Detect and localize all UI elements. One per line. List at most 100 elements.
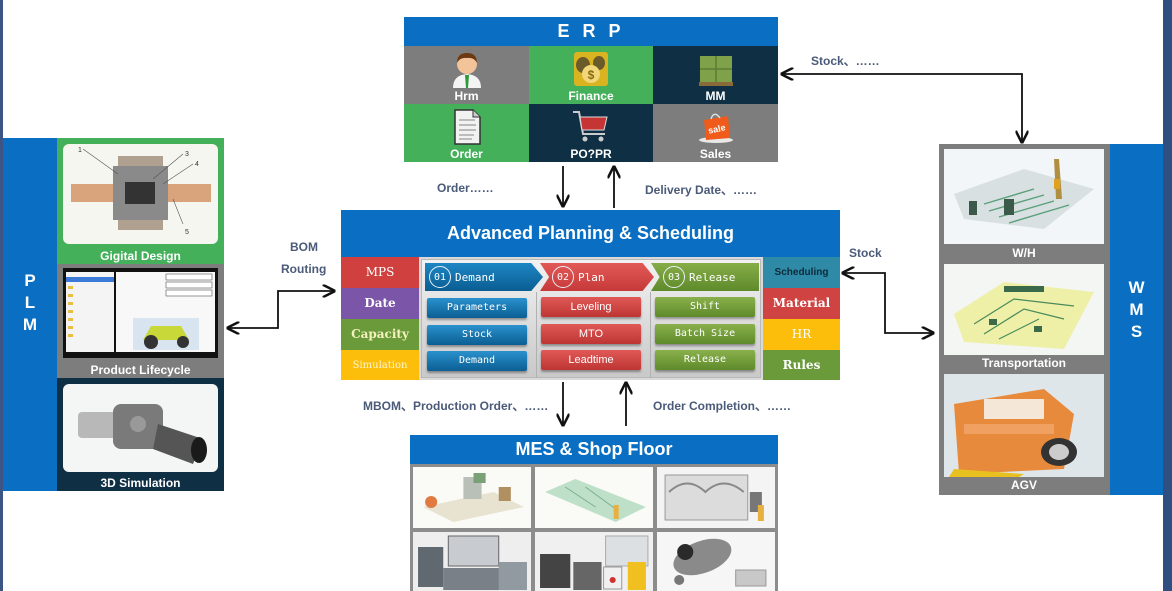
- demand-item-stock[interactable]: Stock: [427, 325, 527, 345]
- wms-section-label: W/H: [1012, 246, 1036, 260]
- mes-image-machinery-3: [657, 467, 775, 528]
- erp-title: E R P: [404, 17, 778, 46]
- mes-block: MES & Shop Floor: [410, 435, 778, 591]
- money-bags-icon: $: [574, 52, 608, 86]
- erp-module-label: Hrm: [454, 89, 479, 103]
- plm-title-bar: P L M: [3, 138, 57, 491]
- wms-title-letter: M: [1129, 300, 1144, 319]
- release-item-batch-size[interactable]: Batch Size: [655, 324, 755, 344]
- step-plan[interactable]: 02 Plan: [540, 263, 654, 291]
- wms-section-agv[interactable]: AGV: [944, 374, 1104, 495]
- transportation-layout-image: [944, 264, 1104, 355]
- step-label: Release: [689, 270, 736, 284]
- aps-right-block-rules[interactable]: Rules: [763, 350, 840, 380]
- step-number: 01: [429, 266, 451, 288]
- mes-image-control-panels: [413, 532, 531, 591]
- aps-left-block-capacity[interactable]: Capacity: [341, 319, 419, 350]
- mes-image-motors: [657, 532, 775, 591]
- wms-section-label: AGV: [1010, 478, 1037, 492]
- plm-section-label: 3D Simulation: [100, 476, 181, 490]
- wms-section-label: Transportation: [981, 356, 1066, 370]
- column-divider: [536, 292, 537, 378]
- svg-text:1: 1: [78, 147, 82, 154]
- aps-right-block-hr[interactable]: HR: [763, 319, 840, 350]
- wms-title-letter: W: [1128, 278, 1145, 297]
- plm-section-product-lifecycle[interactable]: Product Lifecycle: [57, 264, 224, 378]
- arrow-erp-wms: [782, 74, 1022, 142]
- step-demand[interactable]: 01 Demand: [425, 263, 543, 291]
- agv-vehicle-image: [944, 374, 1104, 477]
- flow-label-stock-wms: Stock: [849, 246, 882, 260]
- plm-title-letter: M: [22, 315, 38, 334]
- pallet-boxes-icon: [698, 56, 733, 86]
- mes-title: MES & Shop Floor: [410, 435, 778, 464]
- erp-module-mm[interactable]: MM: [653, 46, 778, 104]
- erp-module-sales[interactable]: sale Sales: [653, 104, 778, 162]
- flow-label-routing: Routing: [281, 262, 327, 276]
- flow-label-bom: BOM: [290, 240, 318, 254]
- left-edge-border: [0, 0, 3, 591]
- mes-image-machinery-2: [535, 467, 653, 528]
- svg-text:4: 4: [195, 161, 199, 168]
- demand-item-parameters[interactable]: Parameters: [427, 298, 527, 318]
- wms-title-bar: W M S: [1110, 144, 1163, 495]
- erp-module-label: Finance: [568, 89, 614, 103]
- demand-item-demand[interactable]: Demand: [427, 351, 527, 371]
- svg-text:3: 3: [185, 151, 189, 158]
- wms-title-letter: S: [1130, 322, 1143, 341]
- step-label: Plan: [578, 270, 605, 284]
- wms-section-warehouse[interactable]: W/H: [944, 149, 1104, 263]
- aps-left-block-simulation[interactable]: Simulation: [341, 350, 419, 380]
- flow-label-delivery-date: Delivery Date、……: [645, 183, 758, 197]
- mes-image-machinery-1: [413, 467, 531, 528]
- wms-panel: W/H Transportation AGV: [939, 144, 1110, 495]
- plm-title-letter: L: [24, 293, 36, 312]
- right-edge-border: [1163, 0, 1172, 591]
- erp-module-label: Order: [450, 147, 483, 161]
- plm-section-label: Gigital Design: [100, 249, 181, 263]
- erp-module-finance[interactable]: $ Finance: [529, 46, 653, 104]
- flow-label-stock-erp: Stock、……: [811, 54, 880, 68]
- plan-item-leveling[interactable]: Leveling: [541, 297, 641, 317]
- plan-item-leadtime[interactable]: Leadtime: [541, 350, 641, 370]
- release-item-shift[interactable]: Shift: [655, 297, 755, 317]
- step-number: 03: [663, 266, 685, 288]
- sale-bag-icon: sale: [698, 113, 733, 143]
- column-divider: [650, 292, 651, 378]
- universal-joint-image: [63, 384, 218, 472]
- erp-module-label: PO?PR: [570, 147, 612, 161]
- aps-block: Advanced Planning & Scheduling MPS Date …: [341, 210, 840, 380]
- plm-section-3d-simulation[interactable]: 3D Simulation: [57, 378, 224, 491]
- aps-right-block-material[interactable]: Material: [763, 288, 840, 319]
- svg-text:5: 5: [185, 229, 189, 236]
- plm-section-label: Product Lifecycle: [90, 363, 191, 377]
- flow-label-order-completion: Order Completion、……: [653, 399, 792, 413]
- svg-text:sale: sale: [707, 122, 726, 135]
- erp-module-label: MM: [705, 89, 726, 103]
- flow-label-order: Order……: [437, 181, 494, 195]
- step-label: Demand: [455, 270, 495, 284]
- svg-text:$: $: [588, 68, 595, 82]
- erp-module-hrm[interactable]: Hrm: [404, 46, 529, 104]
- arrow-plm-aps: [228, 291, 334, 328]
- aps-left-block-mps[interactable]: MPS: [341, 257, 419, 288]
- aps-title: Advanced Planning & Scheduling: [341, 210, 840, 257]
- arrow-aps-wms: [843, 273, 933, 333]
- plan-item-mto[interactable]: MTO: [541, 324, 641, 344]
- erp-module-label: Sales: [699, 147, 732, 161]
- wms-section-transportation[interactable]: Transportation: [944, 264, 1104, 374]
- erp-block: E R P Hrm $ Finance: [404, 17, 778, 163]
- aps-left-block-date[interactable]: Date: [341, 288, 419, 319]
- document-icon: [453, 109, 481, 145]
- valve-drawing-image: 1 34 5: [63, 144, 218, 244]
- erp-module-po-pr[interactable]: PO?PR: [529, 104, 653, 162]
- aps-right-block-scheduling[interactable]: Scheduling: [763, 257, 840, 288]
- step-release[interactable]: 03 Release: [651, 263, 759, 291]
- erp-module-order[interactable]: Order: [404, 104, 529, 162]
- mes-image-drives-equipment: [535, 532, 653, 591]
- plm-software-screenshot-image: [63, 268, 218, 358]
- shopping-cart-icon: [573, 111, 608, 142]
- release-item-release[interactable]: Release: [655, 350, 755, 370]
